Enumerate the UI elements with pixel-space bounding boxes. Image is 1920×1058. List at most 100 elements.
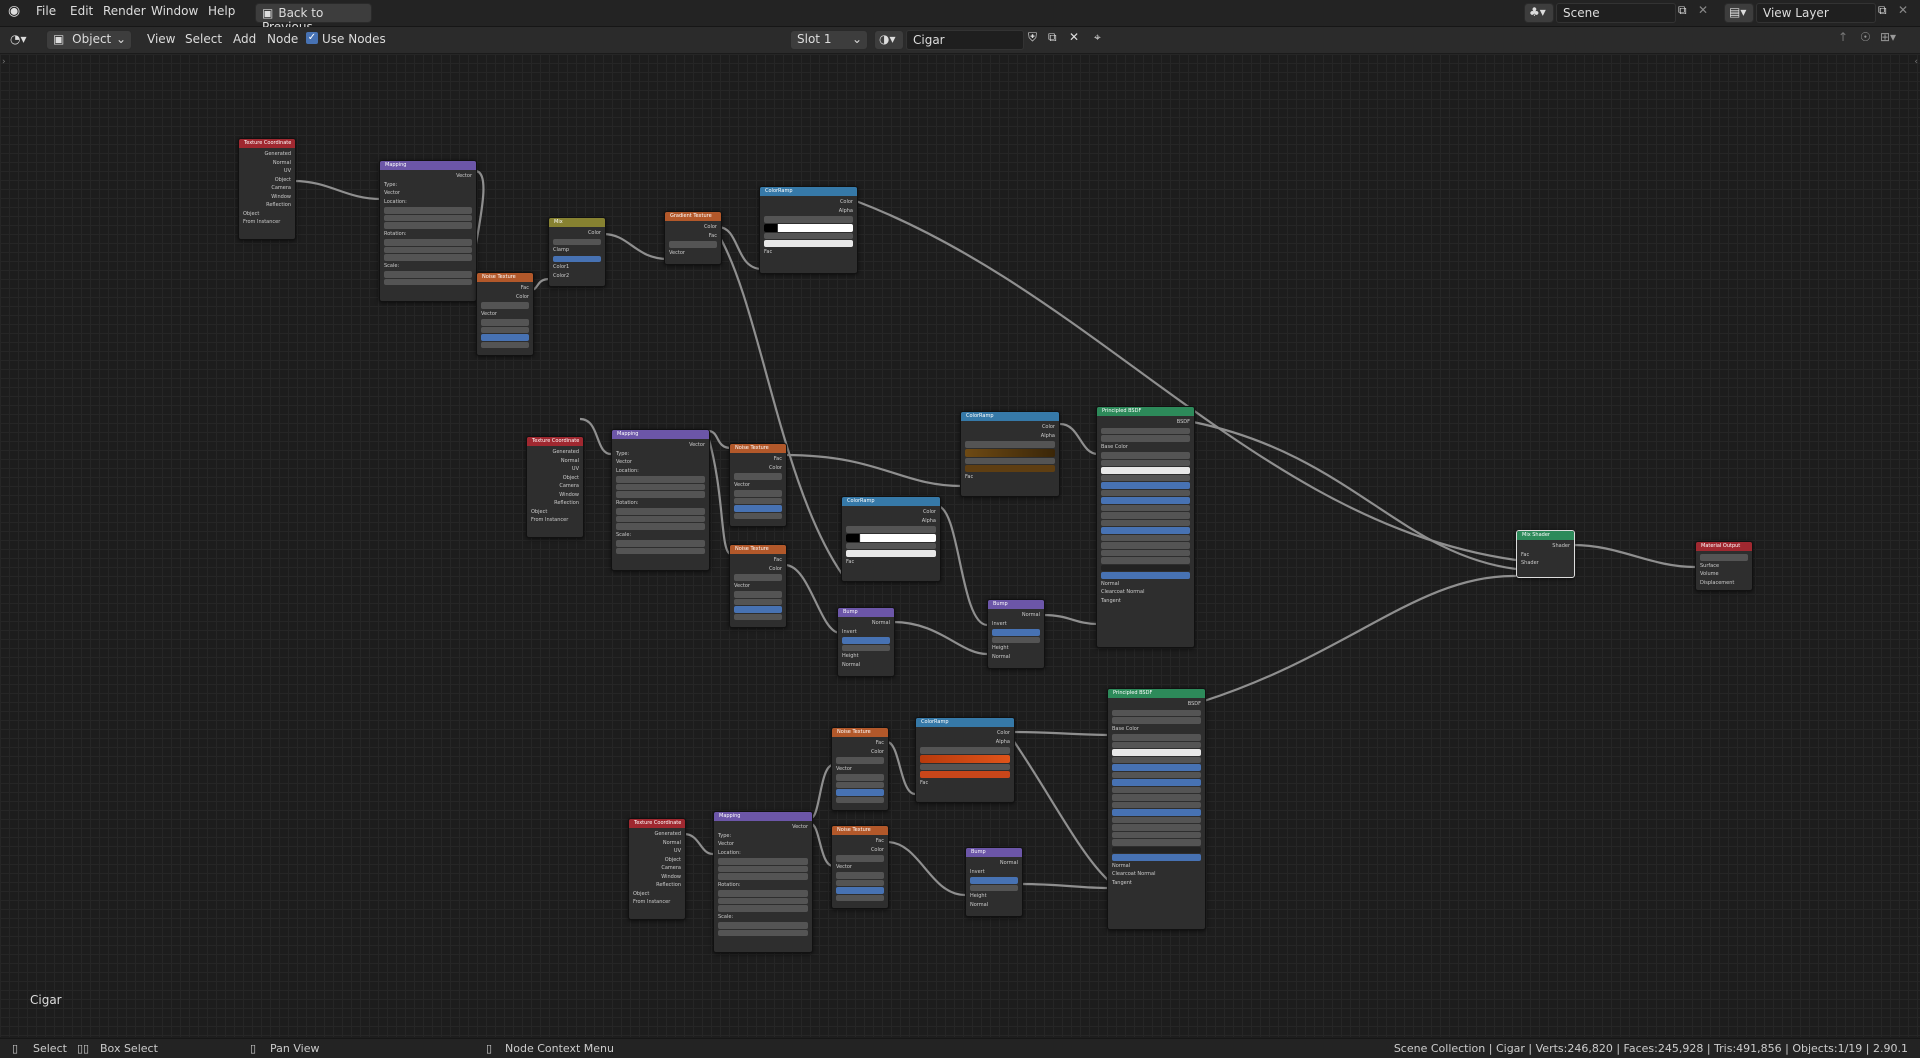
colorramp-node-3[interactable]: ColorRamp Color Alpha Fac bbox=[841, 496, 941, 582]
colorramp-node-4[interactable]: ColorRamp Color Alpha Fac bbox=[915, 717, 1015, 803]
mouse-left-icon: ▯ bbox=[12, 1042, 19, 1055]
menu-node[interactable]: Node bbox=[267, 32, 299, 46]
link-mapping-noise-2 bbox=[707, 429, 732, 450]
material-browse-button[interactable]: ◑▾ bbox=[874, 30, 904, 50]
mouse-middle-icon: ▯ bbox=[250, 1042, 257, 1055]
unlink-material-icon[interactable]: ✕ bbox=[1069, 30, 1080, 44]
texture-coordinate-node-2[interactable]: Texture Coordinate Generated Normal UV O… bbox=[526, 436, 584, 538]
status-select: Select bbox=[33, 1042, 67, 1055]
colorramp-node-1[interactable]: ColorRamp Color Alpha Fac bbox=[759, 186, 858, 274]
status-pan-view: Pan View bbox=[270, 1042, 320, 1055]
principled-bsdf-node-2[interactable]: Principled BSDF BSDF Base Color Normal C… bbox=[1107, 688, 1206, 930]
pin-icon[interactable]: ⌖ bbox=[1094, 30, 1101, 44]
link-bump1-bump2 bbox=[892, 620, 988, 656]
link-bump2-bsdf bbox=[1042, 613, 1099, 626]
menu-window[interactable]: Window bbox=[151, 4, 199, 18]
delete-view-layer-icon[interactable]: ✕ bbox=[1898, 3, 1909, 17]
mapping-node-2[interactable]: Mapping Vector Type: Vector Location: Ro… bbox=[611, 429, 710, 571]
node-links bbox=[293, 169, 1696, 897]
link-bump3-bsdf bbox=[1020, 882, 1109, 890]
noise-texture-node-2[interactable]: Noise Texture Fac Color Vector bbox=[729, 443, 787, 527]
mix-shader-node[interactable]: Mix Shader Shader Fac Shader bbox=[1516, 530, 1575, 578]
link-noise3-bump bbox=[784, 563, 841, 635]
parent-node-tree-icon[interactable]: ↑ bbox=[1838, 30, 1849, 44]
mix-node[interactable]: Mix Color Clamp Color1 Color2 bbox=[548, 217, 606, 287]
menu-view[interactable]: View bbox=[147, 32, 176, 46]
use-nodes-label: Use Nodes bbox=[322, 32, 386, 46]
cube-icon: ▣ bbox=[53, 32, 65, 46]
noise-texture-node-3[interactable]: Noise Texture Fac Color Vector bbox=[729, 544, 787, 628]
status-bar: ▯ Select ▯▯ Box Select ▯ Pan View ▯ Node… bbox=[0, 1038, 1920, 1058]
link-noise5-bump bbox=[886, 840, 966, 897]
link-bsdf1-mixshader bbox=[1192, 420, 1517, 571]
menu-file[interactable]: File bbox=[36, 4, 57, 18]
status-scene-stats: Scene Collection | Cigar | Verts:246,820… bbox=[1393, 1042, 1908, 1055]
texture-coordinate-node-1[interactable]: Texture Coordinate Generated Normal UV O… bbox=[238, 138, 296, 240]
colorramp-node-2[interactable]: ColorRamp Color Alpha Fac bbox=[960, 411, 1060, 497]
bump-node-3[interactable]: Bump Normal Invert Height Normal bbox=[965, 847, 1023, 917]
mouse-left-drag-icon: ▯▯ bbox=[77, 1042, 90, 1055]
snap-options-icon[interactable]: ⊞▾ bbox=[1880, 30, 1897, 44]
chevron-down-icon: ⌄ bbox=[115, 32, 126, 46]
link-texcoord-mapping-2 bbox=[579, 417, 612, 456]
toolbar-expand-icon[interactable]: › bbox=[2, 57, 6, 67]
bump-node-1[interactable]: Bump Normal Invert Height Normal bbox=[837, 607, 895, 677]
link-mix-gradient bbox=[602, 232, 669, 261]
mapping-node-3[interactable]: Mapping Vector Type: Vector Location: Ro… bbox=[713, 811, 813, 953]
noise-texture-node-1[interactable]: Noise Texture Fac Color Vector bbox=[476, 272, 534, 356]
mouse-right-icon: ▯ bbox=[486, 1042, 493, 1055]
menu-select[interactable]: Select bbox=[185, 32, 223, 46]
noise-texture-node-5[interactable]: Noise Texture Fac Color Vector bbox=[831, 825, 889, 909]
chevron-down-icon: ⌄ bbox=[851, 32, 862, 46]
material-name-overlay: Cigar bbox=[30, 993, 62, 1007]
gradient-texture-node[interactable]: Gradient Texture Color Fac Vector bbox=[664, 211, 722, 265]
link-colorramp4-alpha bbox=[1012, 739, 1109, 881]
bump-node-2[interactable]: Bump Normal Invert Height Normal bbox=[987, 599, 1045, 669]
texture-coordinate-node-3[interactable]: Texture Coordinate Generated Normal UV O… bbox=[628, 818, 686, 920]
scene-name-field[interactable]: Scene bbox=[1556, 3, 1676, 23]
link-colorramp4-bsdf bbox=[1012, 730, 1109, 737]
noise-texture-node-4[interactable]: Noise Texture Fac Color Vector bbox=[831, 727, 889, 811]
mapping-node-1[interactable]: Mapping Vector Type: Vector Location: Ro… bbox=[379, 160, 477, 302]
menu-render[interactable]: Render bbox=[103, 4, 146, 18]
link-bsdf2-mixshader bbox=[1203, 574, 1517, 703]
blender-logo-icon[interactable]: ◉ bbox=[8, 3, 21, 19]
menu-add[interactable]: Add bbox=[233, 32, 257, 46]
fake-user-shield-icon[interactable]: ⛨ bbox=[1028, 30, 1038, 44]
duplicate-material-icon[interactable]: ⧉ bbox=[1048, 30, 1057, 44]
new-scene-icon[interactable]: ⧉ bbox=[1678, 3, 1687, 17]
link-noise2-colorramp bbox=[784, 453, 963, 488]
link-texcoord-mapping-1 bbox=[293, 179, 382, 201]
principled-bsdf-node-1[interactable]: Principled BSDF BSDF Base Color Normal C… bbox=[1096, 406, 1195, 648]
link-colorramp1-mixshader bbox=[855, 199, 1517, 562]
delete-scene-icon[interactable]: ✕ bbox=[1698, 3, 1709, 17]
node-editor-canvas[interactable]: › ‹ bbox=[0, 54, 1920, 1037]
screen-icon: ▣ bbox=[262, 6, 274, 20]
link-gradient-colorramp-1 bbox=[717, 225, 763, 271]
link-noise4-colorramp bbox=[886, 740, 916, 796]
view-layer-name-field[interactable]: View Layer bbox=[1756, 3, 1876, 23]
sidebar-expand-icon[interactable]: ‹ bbox=[1914, 57, 1918, 67]
link-mixshader-output bbox=[1572, 543, 1696, 569]
link-gradient-colorramp-2 bbox=[717, 233, 843, 575]
use-nodes-checkbox[interactable]: ✓ bbox=[306, 32, 318, 44]
status-box-select: Box Select bbox=[100, 1042, 158, 1055]
material-name-field[interactable]: Cigar bbox=[906, 30, 1024, 50]
node-editor-header: ◔▾ ▣ Object ⌄ View Select Add Node ✓ Use… bbox=[0, 27, 1920, 54]
snap-icon[interactable]: ☉ bbox=[1860, 30, 1871, 44]
link-colorramp2-bsdf bbox=[1059, 422, 1099, 456]
editor-type-icon[interactable]: ◔▾ bbox=[10, 32, 27, 46]
status-context-menu: Node Context Menu bbox=[505, 1042, 614, 1055]
view-layer-selector-icon[interactable]: ▤▾ bbox=[1724, 3, 1754, 23]
menu-help[interactable]: Help bbox=[208, 4, 236, 18]
material-output-node[interactable]: Material Output Surface Volume Displacem… bbox=[1695, 541, 1753, 591]
link-colorramp3-bump2 bbox=[936, 504, 988, 627]
back-to-previous-button[interactable]: ▣Back to Previous bbox=[255, 3, 372, 34]
top-menubar: ◉ File Edit Render Window Help ▣Back to … bbox=[0, 0, 1920, 34]
new-view-layer-icon[interactable]: ⧉ bbox=[1878, 3, 1887, 17]
object-mode-dropdown[interactable]: ▣ Object ⌄ bbox=[46, 30, 132, 50]
menu-edit[interactable]: Edit bbox=[70, 4, 94, 18]
slot-dropdown[interactable]: Slot 1 ⌄ bbox=[790, 30, 868, 50]
scene-selector-icon[interactable]: ♣▾ bbox=[1524, 3, 1554, 23]
link-mapping-noise-5 bbox=[810, 822, 834, 868]
